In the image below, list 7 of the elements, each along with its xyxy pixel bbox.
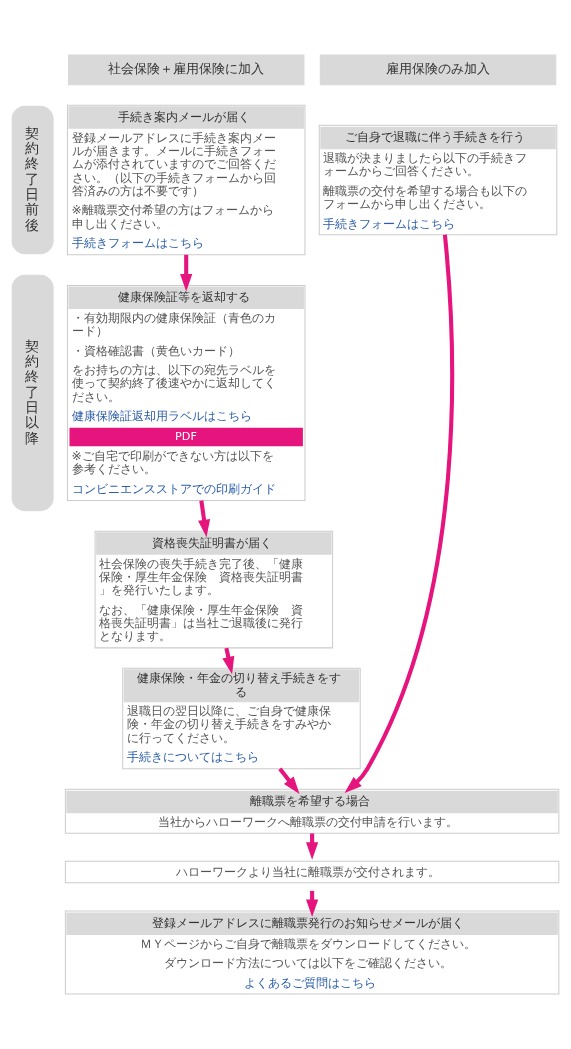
node-box: 契約終了日以降 (11, 274, 54, 512)
arrow (180, 254, 193, 292)
node-box: 雇用保険のみ加入 (319, 54, 557, 86)
node-box: 契約終了日前後 (11, 105, 54, 255)
node-box: 社会保険＋雇用保険に加入 (67, 54, 305, 86)
arrow (198, 500, 211, 538)
arrow (344, 234, 455, 794)
